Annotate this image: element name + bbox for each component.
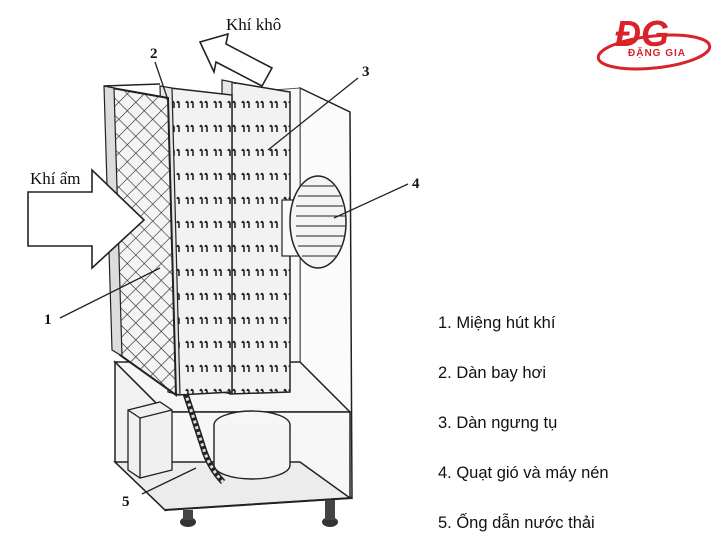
fan [281, 175, 347, 269]
drain-pipe [182, 391, 226, 485]
svg-text:Khí ẩm: Khí ẩm [30, 169, 81, 188]
logo-brand-text: ĐẶNG GIA [628, 48, 686, 59]
legend-item-2: 2. Dàn bay hơi [438, 364, 547, 382]
legend-item-3: 3. Dàn ngưng tụ [438, 414, 558, 432]
wheel-icon [180, 500, 338, 527]
callout-2: 2 [150, 46, 158, 62]
callout-5: 5 [122, 494, 130, 510]
callout-numbers: 1 2 3 4 5 [44, 46, 420, 510]
dry-air-arrow: Khí khô [198, 15, 281, 88]
dehumidifier-diagram: Khí ẩm Khí khô 1 2 3 4 5 [27, 15, 420, 527]
legend-item-5: 5. Ống dẫn nước thải [438, 514, 595, 532]
legend-item-1: 1. Miệng hút khí [438, 314, 556, 332]
dang-gia-logo: ĐG [596, 13, 712, 71]
legend-item-4: 4. Quạt gió và máy nén [438, 464, 609, 482]
callout-lines [59, 61, 409, 495]
callout-1: 1 [44, 312, 52, 328]
callout-4: 4 [412, 176, 420, 192]
compressor [127, 401, 291, 480]
humid-air-arrow: Khí ẩm [27, 168, 146, 270]
svg-text:ĐG: ĐG [615, 13, 669, 54]
svg-text:Khí khô: Khí khô [226, 15, 281, 34]
legend: 1. Miệng hút khí 2. Dàn bay hơi 3. Dàn n… [438, 308, 609, 558]
callout-3: 3 [362, 64, 370, 80]
